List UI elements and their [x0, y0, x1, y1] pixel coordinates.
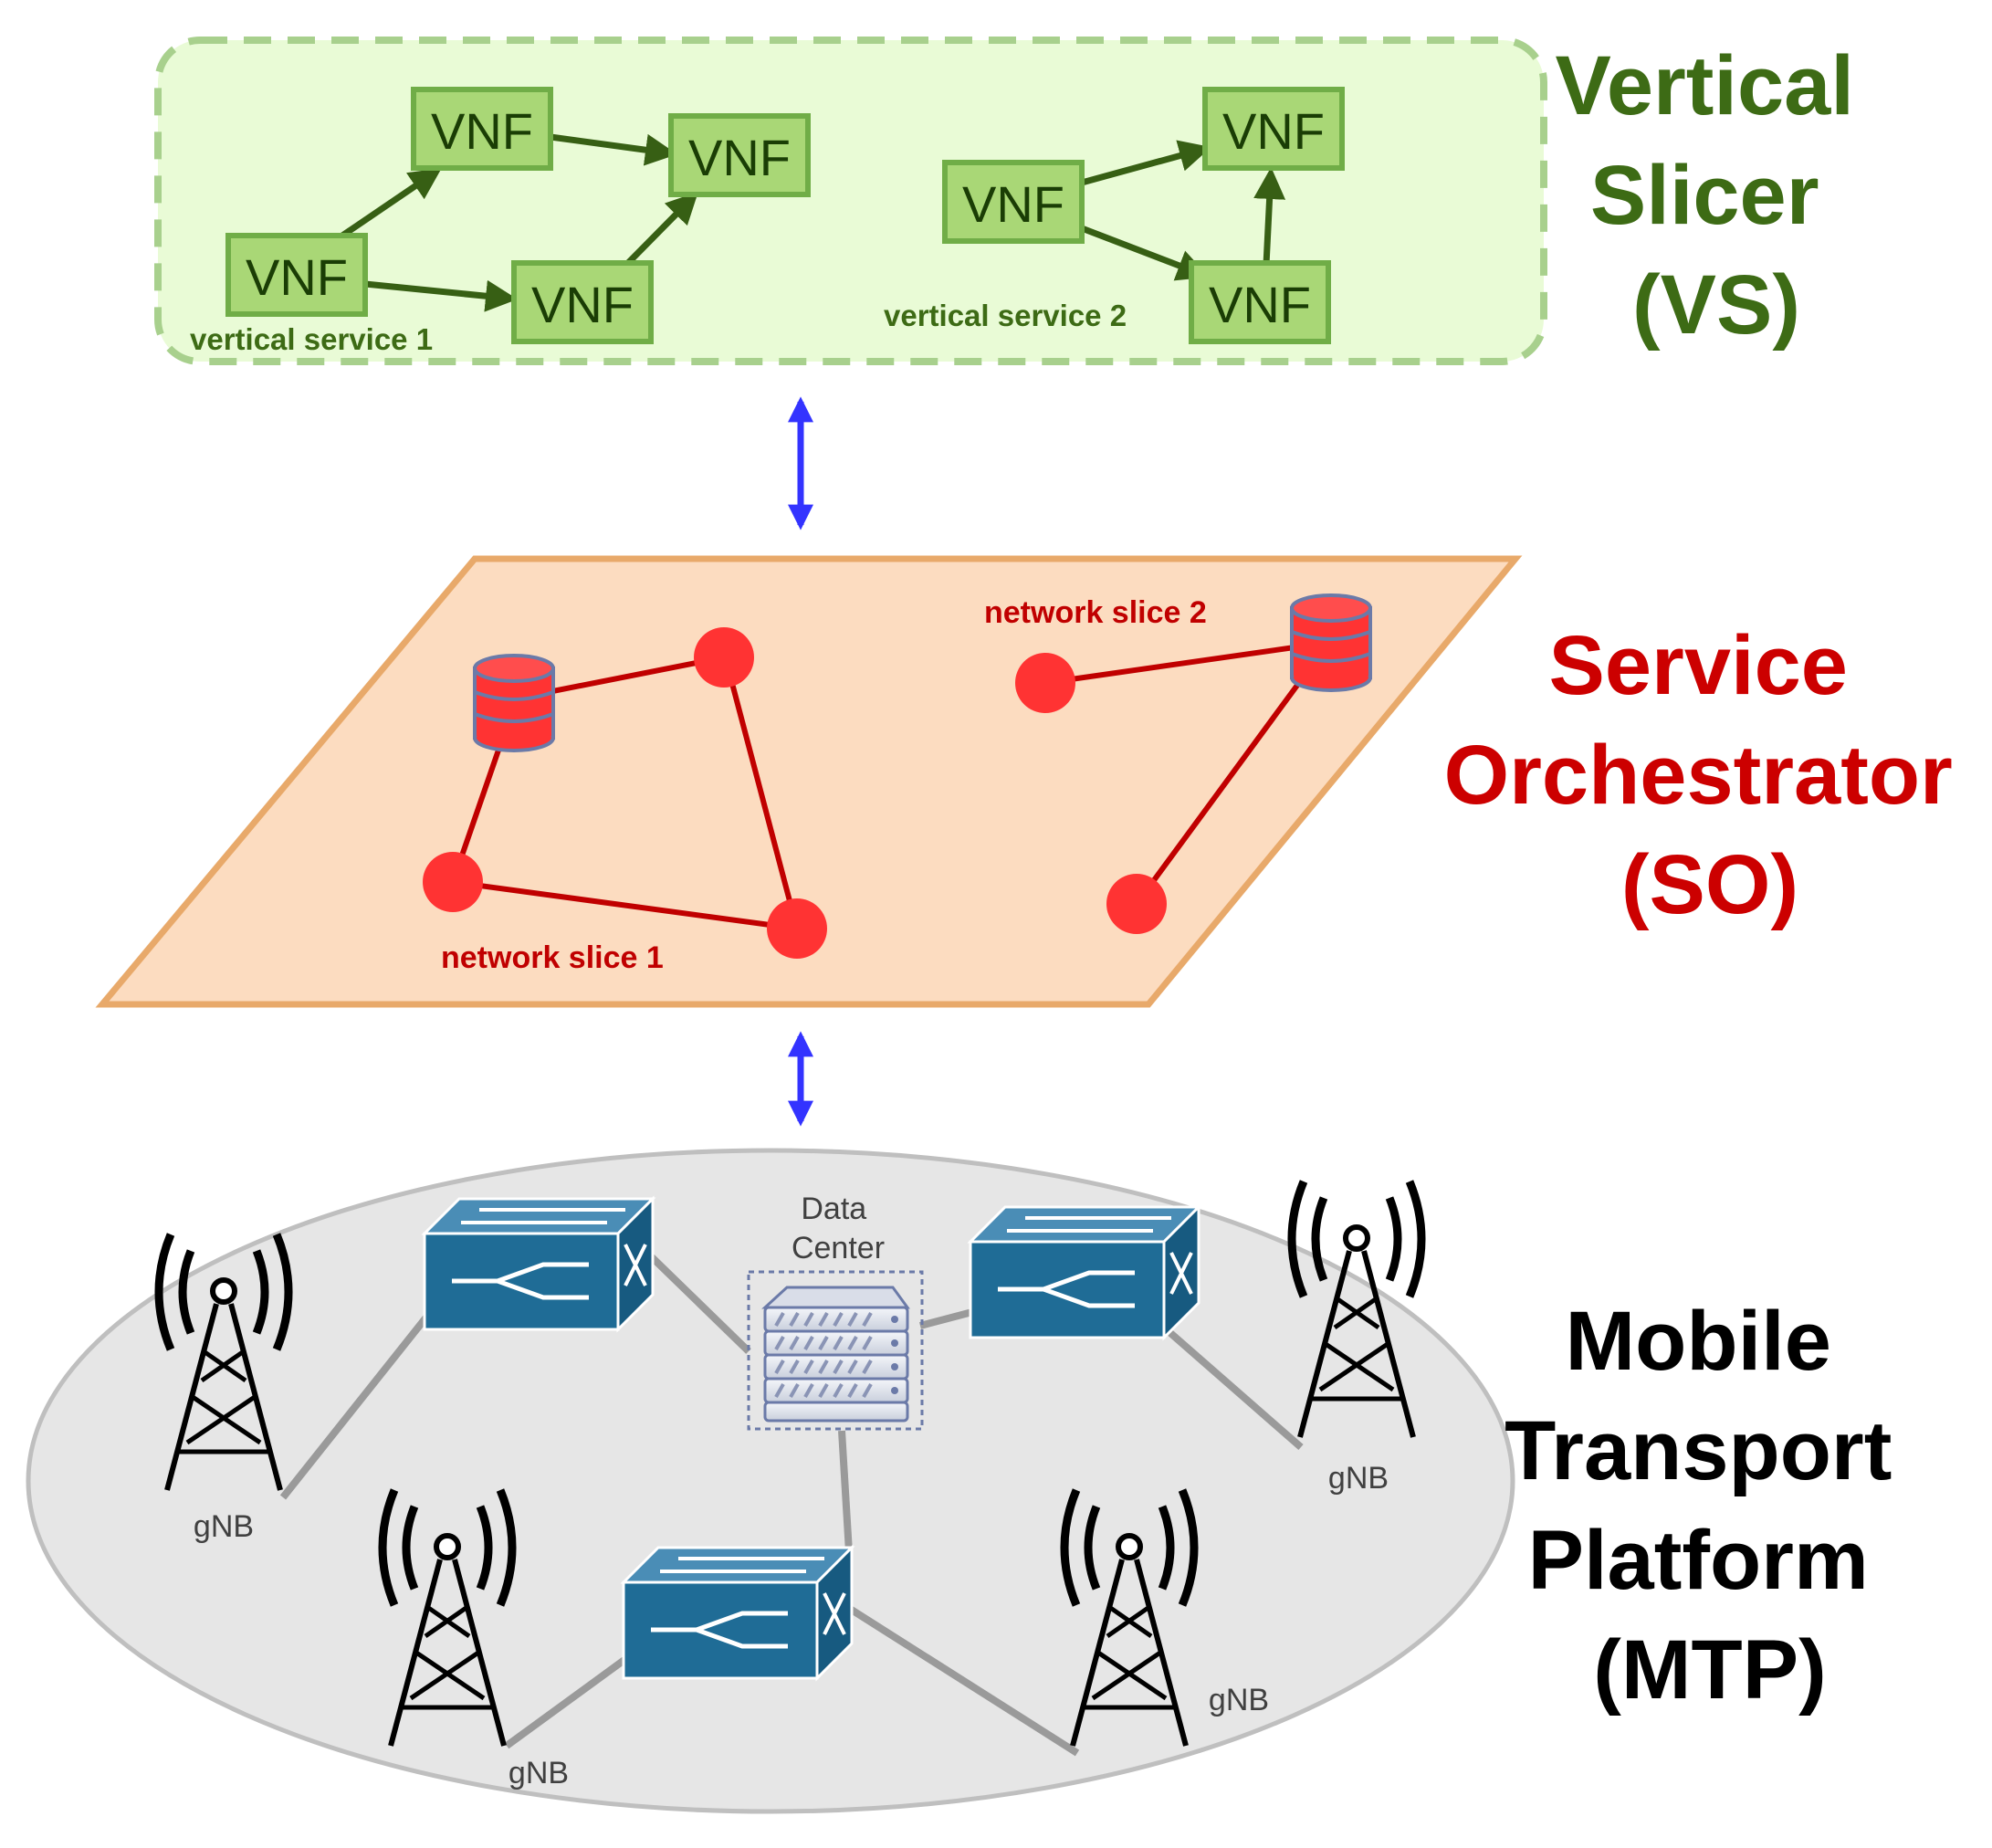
gnb-tower-icon: [1287, 1180, 1426, 1438]
vnf-box: VNF: [942, 160, 1085, 244]
vs-title-line: Vertical: [1556, 39, 1854, 132]
slice-node: [1106, 874, 1167, 934]
vnf-label: VNF: [688, 129, 791, 186]
vs-title: Vertical Slicer (VS): [1556, 39, 1878, 352]
vs1-link: [341, 168, 442, 238]
gnb-label: gNB: [194, 1509, 254, 1544]
vnf-box: VNF: [225, 233, 368, 317]
vertical-service-1-label: vertical service 1: [190, 322, 433, 356]
network-slice-1-label: network slice 1: [441, 940, 664, 975]
vnf-label: VNF: [531, 276, 634, 333]
vnf-box: VNF: [668, 113, 811, 197]
vnf-label: VNF: [1209, 276, 1311, 333]
vs2-link: [1080, 225, 1210, 281]
service-orchestrator-layer: network slice 1 network slice 2: [95, 555, 1523, 1008]
gnb-label: gNB: [1328, 1461, 1389, 1496]
switch-icon: [967, 1203, 1202, 1341]
so-title-line: (SO): [1621, 838, 1798, 931]
vnf-label: VNF: [1222, 102, 1325, 160]
vs2-links: [1080, 140, 1286, 281]
data-center-label: Data Center: [792, 1192, 885, 1265]
data-center-boundary: [747, 1270, 924, 1431]
slice-node: [767, 898, 827, 959]
transport-link: [504, 1654, 631, 1749]
gnb-tower-icon: [154, 1233, 293, 1491]
vs2-link: [1253, 167, 1286, 266]
gnb-label: gNB: [508, 1756, 569, 1790]
network-slice-2-label: network slice 2: [984, 595, 1207, 630]
switch-icon: [421, 1195, 656, 1333]
so-title-line: Service: [1549, 619, 1848, 712]
vertical-service-2-label: vertical service 2: [884, 299, 1127, 332]
transport-link: [647, 1253, 751, 1354]
database-icon: [1290, 593, 1372, 692]
vnf-box: VNF: [511, 260, 654, 344]
slice-link: [1044, 644, 1302, 686]
mtp-layer: Data Center: [26, 1148, 1515, 1814]
transport-link: [279, 1307, 435, 1500]
vnf-box: VNF: [411, 87, 553, 171]
mtp-title-line: Mobile: [1566, 1295, 1831, 1388]
gnb-tower-icon: [1060, 1488, 1199, 1747]
mtp-title-line: Platform: [1528, 1514, 1869, 1607]
vs-title-line: (VS): [1632, 258, 1800, 352]
vnf-box: VNF: [1189, 260, 1331, 344]
slice-link: [1134, 678, 1304, 906]
vnf-box: VNF: [1202, 87, 1345, 171]
transport-link: [837, 1599, 1080, 1757]
gnb-tower-icon: [378, 1488, 517, 1747]
slice-node: [1015, 653, 1075, 713]
mtp-title-line: Transport: [1504, 1404, 1892, 1497]
server-rack-icon: [761, 1286, 910, 1423]
data-center: Data Center: [747, 1192, 924, 1431]
vertical-slicer-layer: VNF VNF VNF VNF VNF VNF VNF vertical ser…: [154, 37, 1547, 365]
gnb-label: gNB: [1209, 1683, 1269, 1717]
so-title: Service Orchestrator (SO): [1444, 619, 1976, 931]
so-title-line: Orchestrator: [1444, 729, 1953, 822]
vs-title-line: Slicer: [1590, 149, 1819, 242]
vs1-links: [341, 133, 698, 312]
data-center-label-line: Data: [801, 1192, 866, 1226]
vs2-link: [1081, 140, 1211, 186]
transport-link: [838, 1430, 853, 1553]
mtp-title-line: (MTP): [1593, 1623, 1826, 1717]
vs1-link: [625, 192, 698, 266]
database-icon: [473, 654, 555, 752]
slice2-links: [1044, 644, 1304, 906]
mtp-title: Mobile Transport Platform (MTP): [1504, 1295, 1915, 1717]
slice-link: [452, 879, 798, 931]
vs1-link: [364, 279, 518, 312]
data-center-label-line: Center: [792, 1231, 885, 1265]
vnf-label: VNF: [246, 248, 348, 306]
transport-link: [918, 1308, 974, 1329]
vnf-label: VNF: [431, 102, 533, 160]
vnf-label: VNF: [962, 175, 1064, 233]
vs1-link: [550, 133, 677, 166]
slice-link: [723, 658, 800, 929]
switch-icon: [620, 1544, 855, 1682]
slice-node: [423, 852, 483, 912]
slice-node: [694, 627, 754, 688]
